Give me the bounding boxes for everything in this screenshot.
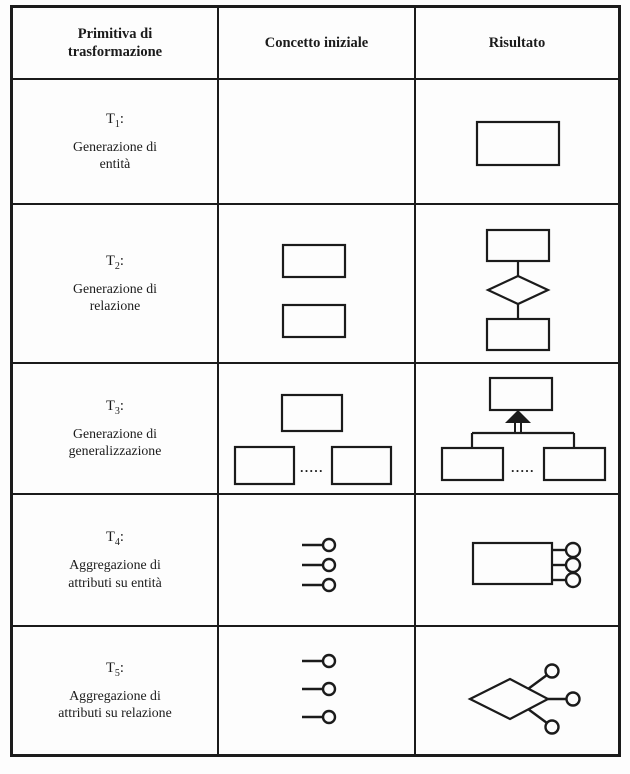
attribute-circle-icon bbox=[321, 537, 337, 553]
t4-initial-diagram bbox=[302, 537, 337, 593]
entity-rect-icon bbox=[485, 317, 551, 352]
dots-label: ..... bbox=[511, 460, 535, 475]
t5-name-line2: attributi su relazione bbox=[58, 705, 172, 720]
relationship-diamond-icon bbox=[467, 677, 551, 721]
t-colon: : bbox=[119, 252, 124, 269]
t3-label: T3: bbox=[106, 397, 124, 417]
t-letter: T bbox=[106, 659, 115, 676]
header-concetto-iniziale: Concetto iniziale bbox=[219, 8, 416, 80]
header-line: Concetto iniziale bbox=[264, 34, 369, 51]
t2-name: Generazione di relazione bbox=[73, 280, 157, 314]
t5-name: Aggregazione di attributi su relazione bbox=[58, 687, 171, 721]
row-t4-initial-cell bbox=[219, 495, 416, 627]
entity-rect-icon bbox=[488, 376, 554, 412]
attribute-circle-icon bbox=[544, 719, 560, 735]
t3-result-diagram: ..... bbox=[440, 376, 607, 482]
entity-rect-icon bbox=[475, 120, 561, 167]
t-subscript: 3 bbox=[114, 405, 120, 417]
row-t2-initial-cell bbox=[219, 205, 416, 364]
t-subscript: 4 bbox=[114, 537, 120, 549]
row-t2-result-cell bbox=[416, 205, 618, 364]
row-t5-initial-cell bbox=[219, 627, 416, 754]
t-subscript: 1 bbox=[114, 118, 120, 130]
t3-name-line2: generalizzazione bbox=[68, 443, 162, 458]
row-t4-result-cell bbox=[416, 495, 618, 627]
transformation-primitives-table: Primitiva di trasformazione Concetto ini… bbox=[10, 5, 621, 757]
row-t3-primitive-cell: T3: Generazione di generalizzazione bbox=[13, 364, 219, 495]
t-colon: : bbox=[119, 529, 124, 546]
row-t1-result-cell bbox=[416, 80, 618, 205]
row-t3-initial-cell: ..... bbox=[219, 364, 416, 495]
attribute-circle-icon bbox=[565, 691, 581, 707]
t2-label: T2: bbox=[106, 252, 124, 272]
t4-label: T4: bbox=[106, 529, 124, 549]
attribute-circle-icon bbox=[321, 653, 337, 669]
attribute-circle-icon bbox=[564, 541, 582, 559]
entity-rect-icon bbox=[330, 445, 393, 486]
t2-initial-diagram bbox=[281, 243, 347, 339]
t2-result-diagram bbox=[485, 228, 551, 352]
t-colon: : bbox=[119, 397, 124, 414]
t5-label: T5: bbox=[106, 659, 124, 679]
entity-rect-icon bbox=[485, 228, 551, 263]
row-t3-result-cell: ..... bbox=[416, 364, 618, 495]
header-risultato: Risultato bbox=[416, 8, 618, 80]
t1-name: Generazione di entità bbox=[73, 138, 157, 172]
t5-name-line1: Aggregazione di bbox=[69, 687, 161, 703]
t4-name-line2: attributi su entità bbox=[68, 574, 162, 590]
attribute-circle-icon bbox=[321, 577, 337, 593]
row-t5-result-cell bbox=[416, 627, 618, 754]
row-t2-primitive-cell: T2: Generazione di relazione bbox=[13, 205, 219, 364]
row-t1-initial-empty-cell bbox=[219, 80, 416, 205]
t-colon: : bbox=[119, 110, 124, 127]
entity-rect-icon bbox=[281, 243, 347, 279]
dots-label: ..... bbox=[300, 460, 324, 475]
t5-result-diagram bbox=[467, 663, 581, 735]
attribute-line-icon bbox=[527, 674, 548, 690]
t1-label: T1: bbox=[106, 110, 124, 130]
entity-rect-icon bbox=[233, 445, 296, 486]
row-t4-primitive-cell: T4: Aggregazione di attributi su entità bbox=[13, 495, 219, 627]
row-t5-primitive-cell: T5: Aggregazione di attributi su relazio… bbox=[13, 627, 219, 754]
header-line: trasformazione bbox=[67, 44, 163, 60]
t-subscript: 5 bbox=[114, 667, 120, 679]
attribute-circle-icon bbox=[321, 557, 337, 573]
t-letter: T bbox=[106, 529, 115, 546]
t-colon: : bbox=[119, 659, 124, 676]
attribute-circle-icon bbox=[544, 663, 560, 679]
t3-initial-diagram: ..... bbox=[233, 393, 393, 486]
attribute-circle-icon bbox=[564, 571, 582, 589]
entity-rect-icon bbox=[280, 393, 344, 433]
entity-rect-icon bbox=[281, 303, 347, 339]
t4-name: Aggregazione di attributi su entità bbox=[68, 556, 162, 590]
t-letter: T bbox=[106, 110, 115, 127]
generalization-arrow-icon bbox=[505, 410, 531, 423]
row-t1-primitive-cell: T1: Generazione di entità bbox=[13, 80, 219, 205]
t4-result-diagram bbox=[471, 541, 582, 589]
header-line: Risultato bbox=[488, 34, 546, 51]
t-letter: T bbox=[106, 397, 115, 414]
t1-name-line2: entità bbox=[99, 156, 131, 171]
t2-name-line1: Generazione di bbox=[73, 280, 157, 296]
entity-rect-icon bbox=[440, 446, 505, 482]
header-primitiva-di-trasformazione: Primitiva di trasformazione bbox=[13, 8, 219, 80]
attribute-line-icon bbox=[527, 708, 548, 724]
attribute-circle-icon bbox=[321, 709, 337, 725]
relationship-diamond-icon bbox=[485, 274, 551, 306]
t1-result-diagram bbox=[475, 120, 561, 167]
attribute-circle-icon bbox=[564, 556, 582, 574]
t4-name-line1: Aggregazione di bbox=[69, 557, 161, 573]
attribute-circle-icon bbox=[321, 681, 337, 697]
header-line: Primitiva di bbox=[77, 25, 153, 42]
t-letter: T bbox=[106, 252, 115, 269]
t1-name-line1: Generazione di bbox=[73, 138, 157, 154]
entity-rect-icon bbox=[471, 541, 554, 586]
t3-name: Generazione di generalizzazione bbox=[69, 425, 162, 459]
t3-name-line1: Generazione di bbox=[73, 425, 157, 441]
t-subscript: 2 bbox=[114, 260, 120, 272]
t2-name-line2: relazione bbox=[89, 298, 141, 313]
entity-rect-icon bbox=[542, 446, 607, 482]
t5-initial-diagram bbox=[302, 653, 337, 725]
